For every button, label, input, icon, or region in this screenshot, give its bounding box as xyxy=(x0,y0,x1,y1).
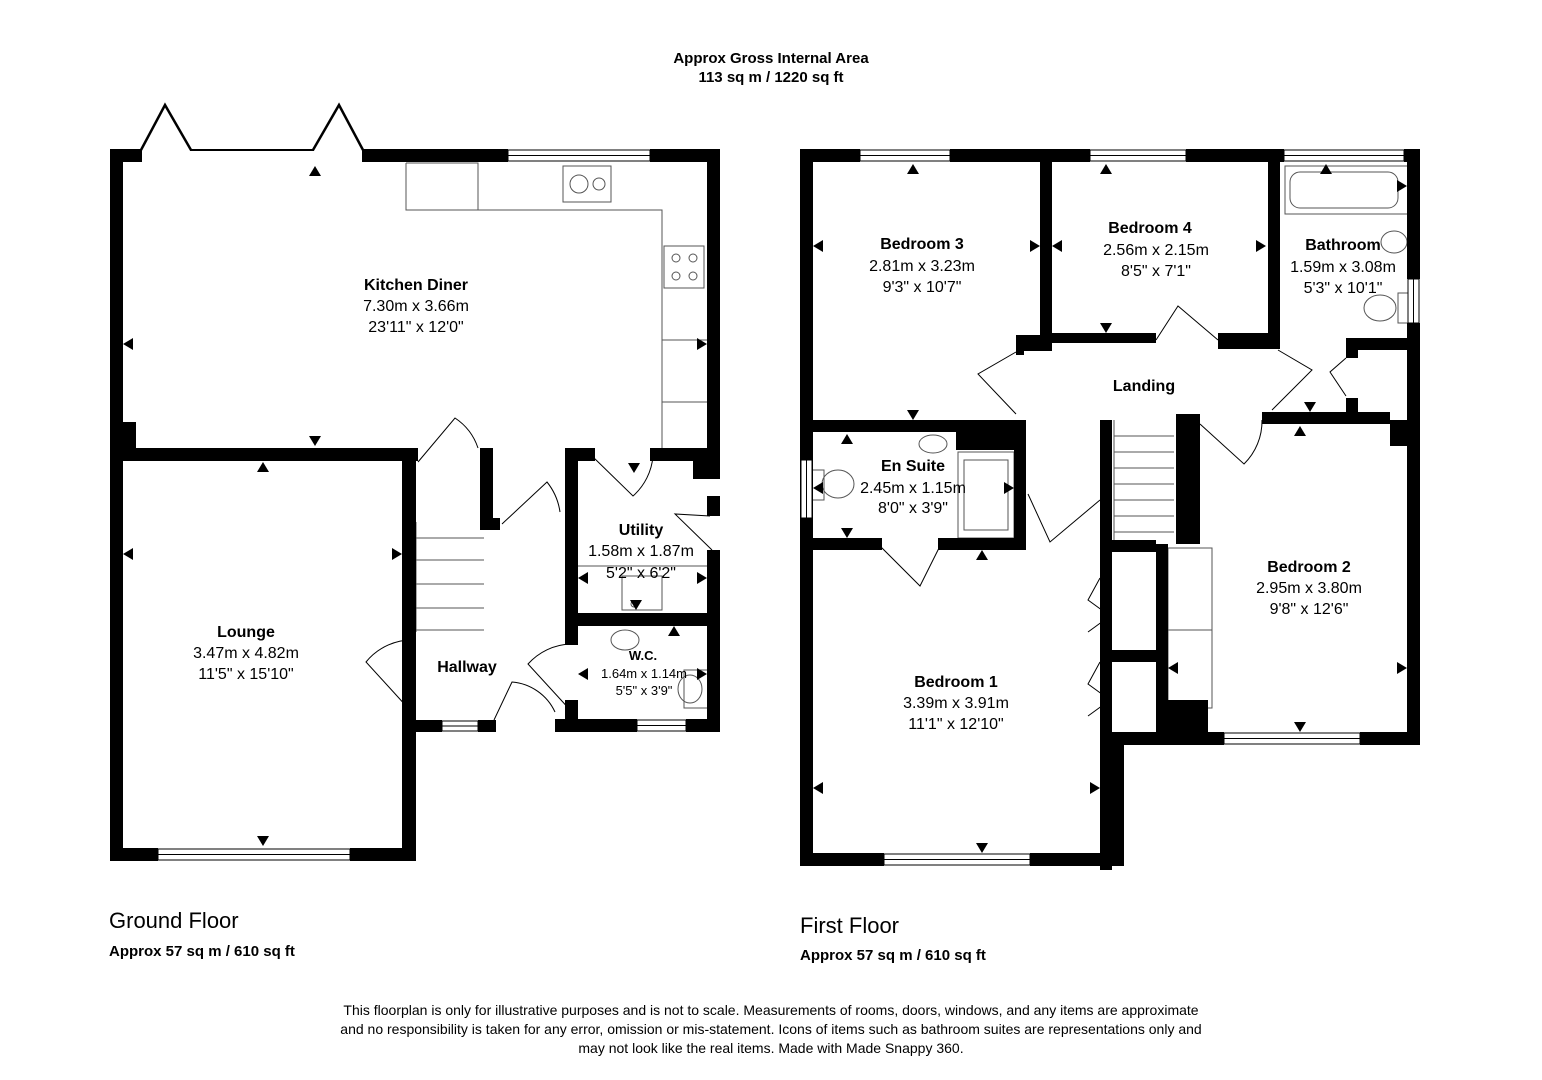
room-metric: 2.45m x 1.15m xyxy=(860,480,966,497)
room-bedroom2: Bedroom 2 2.95m x 3.80m 9'8" x 12'6" xyxy=(1256,559,1362,618)
room-imperial: 5'5" x 3'9" xyxy=(616,683,673,698)
room-name: Utility xyxy=(619,522,664,539)
room-bedroom4: Bedroom 4 2.56m x 2.15m 8'5" x 7'1" xyxy=(1103,220,1209,280)
room-imperial: 5'3" x 10'1" xyxy=(1304,280,1383,297)
total-area: 113 sq m / 1220 sq ft xyxy=(698,69,844,86)
shower-icon xyxy=(957,451,1015,539)
room-imperial: 5'2" x 6'2" xyxy=(606,565,676,582)
room-bathroom: Bathroom 1.59m x 3.08m 5'3" x 10'1" xyxy=(1290,237,1396,297)
room-imperial: 11'5" x 15'10" xyxy=(198,666,293,683)
room-metric: 2.95m x 3.80m xyxy=(1256,580,1362,597)
room-imperial: 8'5" x 7'1" xyxy=(1121,263,1191,280)
utility-sink-icon xyxy=(621,575,663,611)
room-imperial: 9'3" x 10'7" xyxy=(883,279,962,296)
room-metric: 3.47m x 4.82m xyxy=(193,645,299,662)
room-name: Kitchen Diner xyxy=(364,277,468,294)
ground-floor-plan xyxy=(110,102,720,861)
room-metric: 1.64m x 1.14m xyxy=(601,666,687,681)
room-metric: 1.59m x 3.08m xyxy=(1290,259,1396,276)
room-metric: 2.56m x 2.15m xyxy=(1103,242,1209,259)
room-name: Lounge xyxy=(217,624,275,641)
hob-icon xyxy=(663,245,705,289)
ground-floor-label: Ground Floor xyxy=(109,908,239,933)
bathroom-toilet-icon xyxy=(1363,294,1397,322)
first-floor-plan xyxy=(800,149,1420,870)
disclaimer: This floorplan is only for illustrative … xyxy=(0,1001,1542,1058)
room-imperial: 23'11" x 12'0" xyxy=(368,319,463,336)
room-name: Bedroom 3 xyxy=(880,236,964,253)
room-imperial: 9'8" x 12'6" xyxy=(1270,601,1349,618)
room-name: W.C. xyxy=(629,648,657,663)
room-name: Bedroom 1 xyxy=(914,674,998,691)
room-name: Bedroom 2 xyxy=(1267,559,1351,576)
first-floor-label: First Floor xyxy=(800,913,899,938)
header: Approx Gross Internal Area 113 sq m / 12… xyxy=(0,49,1542,87)
ensuite-basin-icon xyxy=(918,434,948,454)
room-name: Bathroom xyxy=(1305,237,1381,254)
room-name: Bedroom 4 xyxy=(1108,220,1192,237)
room-landing: Landing xyxy=(1113,378,1175,395)
bathroom-basin-icon xyxy=(1380,230,1408,254)
room-metric: 3.39m x 3.91m xyxy=(903,695,1009,712)
room-imperial: 8'0" x 3'9" xyxy=(878,500,948,517)
disclaimer-line: and no responsibility is taken for any e… xyxy=(340,1021,1202,1037)
ground-floor-area: Approx 57 sq m / 610 sq ft xyxy=(109,943,295,960)
room-kitchen: Kitchen Diner 7.30m x 3.66m 23'11" x 12'… xyxy=(363,277,469,336)
room-bedroom1: Bedroom 1 3.39m x 3.91m 11'1" x 12'10" xyxy=(903,674,1009,733)
area-title: Approx Gross Internal Area xyxy=(673,50,869,67)
room-wc: W.C. 1.64m x 1.14m 5'5" x 3'9" xyxy=(601,648,687,698)
room-imperial: 11'1" x 12'10" xyxy=(908,716,1003,733)
disclaimer-line: may not look like the real items. Made w… xyxy=(578,1040,964,1056)
room-metric: 7.30m x 3.66m xyxy=(363,298,469,315)
room-bedroom3: Bedroom 3 2.81m x 3.23m 9'3" x 10'7" xyxy=(869,236,975,296)
kitchen-sink-icon xyxy=(562,165,612,203)
room-metric: 2.81m x 3.23m xyxy=(869,258,975,275)
bath-icon xyxy=(1284,165,1410,215)
wc-basin-icon xyxy=(610,629,640,651)
room-name: Hallway xyxy=(437,659,497,676)
room-name: En Suite xyxy=(881,458,945,475)
ensuite-toilet-icon xyxy=(821,469,855,499)
first-floor-area: Approx 57 sq m / 610 sq ft xyxy=(800,947,986,964)
room-ensuite: En Suite 2.45m x 1.15m 8'0" x 3'9" xyxy=(860,458,966,517)
room-lounge: Lounge 3.47m x 4.82m 11'5" x 15'10" xyxy=(193,624,299,683)
disclaimer-line: This floorplan is only for illustrative … xyxy=(343,1002,1199,1018)
room-hallway: Hallway xyxy=(437,659,497,676)
room-name: Landing xyxy=(1113,378,1175,395)
room-utility: Utility 1.58m x 1.87m 5'2" x 6'2" xyxy=(588,522,694,582)
room-metric: 1.58m x 1.87m xyxy=(588,543,694,560)
